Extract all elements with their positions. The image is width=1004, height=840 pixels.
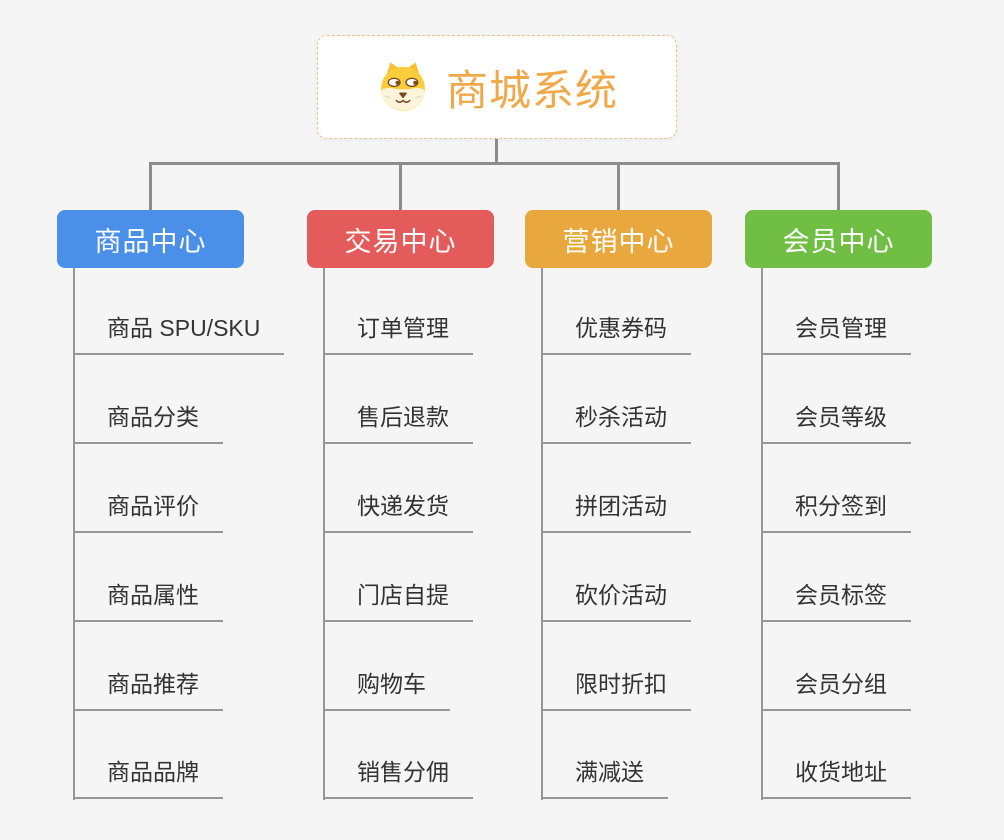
leaf-node-trade-center-1[interactable]: 售后退款 [323,401,473,444]
root-title: 商城系统 [445,66,618,114]
root-node[interactable]: 商城系统 [317,35,677,139]
leaf-node-marketing-center-5[interactable]: 满减送 [541,756,668,799]
branch-node-trade-center[interactable]: 交易中心 [307,210,494,268]
branch-drop-connector [149,162,152,210]
leaf-node-member-center-4[interactable]: 会员分组 [761,668,911,711]
leaf-node-product-center-5[interactable]: 商品品牌 [73,756,223,799]
branch-horizontal-connector [149,162,840,165]
leaf-node-trade-center-3[interactable]: 门店自提 [323,579,473,622]
leaf-node-marketing-center-0[interactable]: 优惠券码 [541,312,691,355]
leaf-node-member-center-3[interactable]: 会员标签 [761,579,911,622]
branch-drop-connector [837,162,840,210]
leaf-node-product-center-2[interactable]: 商品评价 [73,490,223,533]
leaf-spine-connector [323,268,325,800]
leaf-spine-connector [73,268,75,800]
leaf-node-member-center-5[interactable]: 收货地址 [761,756,911,799]
leaf-node-marketing-center-3[interactable]: 砍价活动 [541,579,691,622]
branch-drop-connector [617,162,620,210]
leaf-node-product-center-0[interactable]: 商品 SPU/SKU [73,312,285,355]
leaf-node-trade-center-0[interactable]: 订单管理 [323,312,473,355]
root-stem-connector [495,139,498,163]
leaf-spine-connector [761,268,763,800]
leaf-node-marketing-center-2[interactable]: 拼团活动 [541,490,691,533]
leaf-node-trade-center-4[interactable]: 购物车 [323,668,450,711]
branch-node-product-center[interactable]: 商品中心 [57,210,244,268]
leaf-node-member-center-0[interactable]: 会员管理 [761,312,911,355]
leaf-node-trade-center-2[interactable]: 快递发货 [323,490,473,533]
leaf-node-member-center-1[interactable]: 会员等级 [761,401,911,444]
leaf-node-product-center-3[interactable]: 商品属性 [73,579,223,622]
branch-node-marketing-center[interactable]: 营销中心 [525,210,712,268]
leaf-node-product-center-4[interactable]: 商品推荐 [73,668,223,711]
leaf-node-member-center-2[interactable]: 积分签到 [761,490,911,533]
leaf-spine-connector [541,268,543,800]
branch-drop-connector [399,162,402,210]
leaf-node-product-center-1[interactable]: 商品分类 [73,401,223,444]
leaf-node-marketing-center-1[interactable]: 秒杀活动 [541,401,691,444]
branch-node-member-center[interactable]: 会员中心 [745,210,932,268]
leaf-node-marketing-center-4[interactable]: 限时折扣 [541,668,691,711]
leaf-node-trade-center-5[interactable]: 销售分佣 [323,756,473,799]
dog-face-icon [381,62,425,111]
